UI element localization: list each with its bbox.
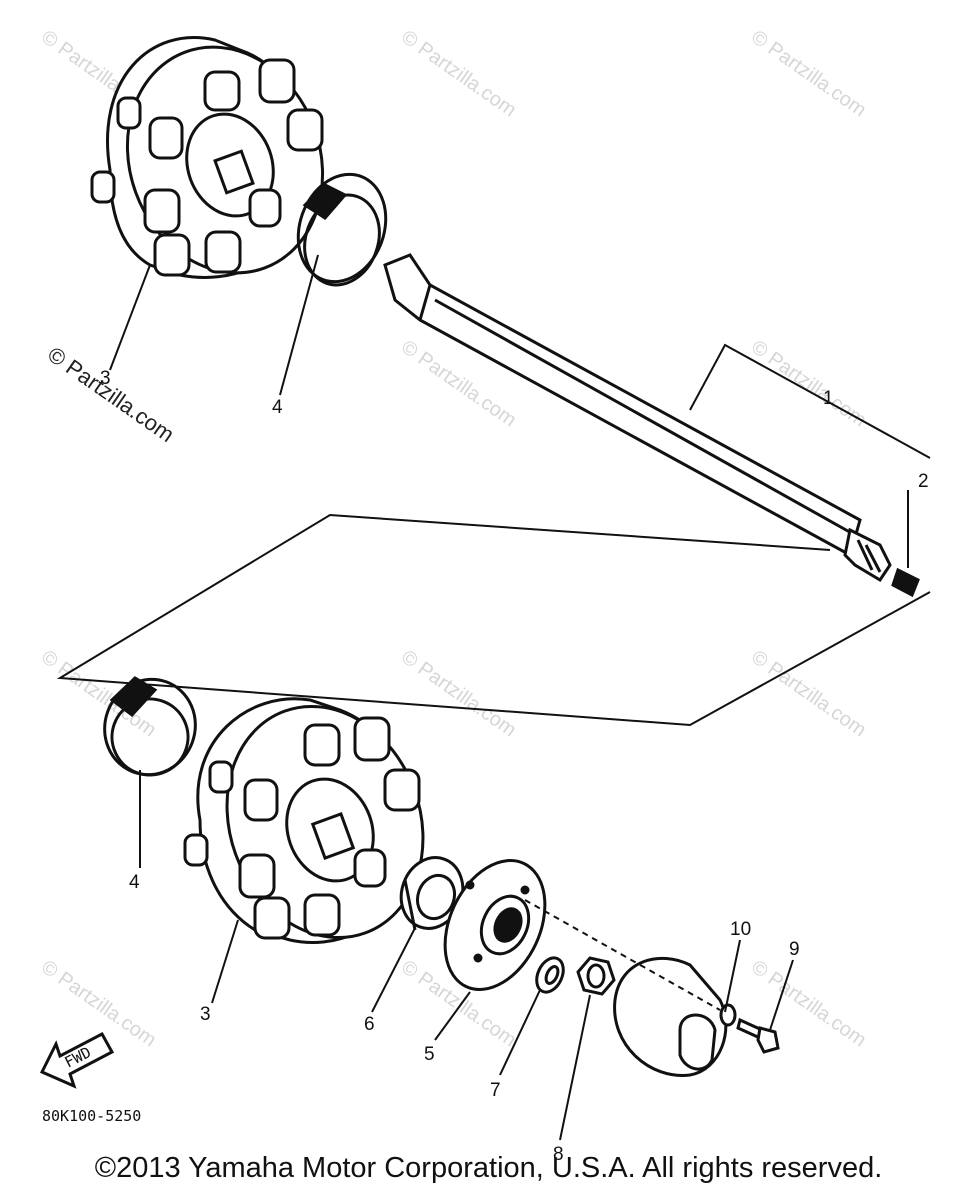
washer (535, 956, 565, 994)
callout-7: 7 (490, 1080, 501, 1101)
leader-lines (56, 254, 931, 1141)
watermark: © Partzilla.com (397, 26, 520, 121)
callout-labels: 1 2 3 4 4 3 6 5 7 8 10 9 (100, 368, 929, 1165)
bolt (736, 1017, 780, 1054)
fwd-arrow-icon (39, 1031, 115, 1089)
watermark: © Partzilla.com (747, 26, 870, 121)
callout-6: 6 (364, 1014, 375, 1035)
watermark: © Partzilla.com (397, 646, 520, 741)
drive-shaft (383, 253, 892, 583)
sprocket-top (90, 36, 325, 279)
callout-4-top: 4 (272, 397, 283, 418)
callout-8: 8 (553, 1144, 564, 1165)
callout-1: 1 (823, 388, 834, 409)
lockwasher (719, 1003, 737, 1027)
callout-3-top: 3 (100, 368, 111, 389)
diagram-code: 80K100-5250 (42, 1107, 141, 1125)
plug (891, 567, 920, 598)
fwd-arrow: FWD (39, 1031, 115, 1089)
callout-3-bottom: 3 (200, 1004, 211, 1025)
nut (576, 956, 616, 996)
watermark: © Partzilla.com (747, 336, 870, 431)
clamp-bottom (103, 676, 197, 777)
flange (443, 859, 547, 991)
bearing (399, 856, 465, 931)
callout-9: 9 (789, 939, 800, 960)
callout-5: 5 (424, 1044, 435, 1065)
bearing-housing (613, 956, 728, 1077)
watermark: © Partzilla.com (43, 342, 179, 448)
callout-10: 10 (730, 919, 751, 940)
callout-2: 2 (918, 471, 929, 492)
clamp-top (296, 172, 388, 287)
copyright-notice: ©2013 Yamaha Motor Corporation, U.S.A. A… (94, 1152, 883, 1184)
sprocket-bottom (183, 697, 425, 944)
callout-4-bottom: 4 (129, 872, 140, 893)
